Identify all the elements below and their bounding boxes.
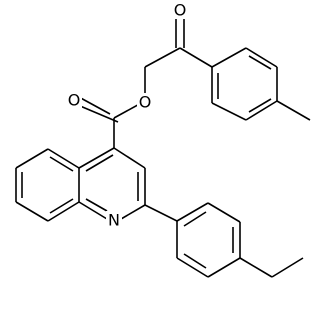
quinoline-inner-double-3 <box>85 198 108 212</box>
bond-layer <box>15 18 311 278</box>
quinoline-to-ethylphenyl-bond <box>144 204 178 222</box>
benzo-bond-2 <box>15 148 49 169</box>
ester-double-bond-a <box>76 95 111 115</box>
benzo-bond-5 <box>47 201 80 222</box>
ethylphenyl-ring-bond-2 <box>207 202 241 223</box>
quinoline-inner-double-2 <box>85 154 114 172</box>
ethylphenyl-ring-bond-1 <box>176 202 209 222</box>
ethyl-bond-1 <box>239 257 273 278</box>
quinoline-bond-c4-c4a <box>78 147 115 169</box>
benzo-bond-4 <box>15 201 49 222</box>
tolyl-ring-bond-5 <box>245 47 278 68</box>
benzo-inner-double-3 <box>49 198 74 214</box>
ethylphenyl-inner-double-1 <box>183 211 207 227</box>
tolyl-inner-double-3 <box>248 55 272 70</box>
tolyl-inner-double-2 <box>248 98 272 113</box>
ester-ether-oxygen-label: O <box>139 93 152 112</box>
ester-ether-oxygen-background <box>137 93 153 111</box>
ester-carbonyl-oxygen-background <box>66 91 82 109</box>
ester-carbonyl-oxygen-label: O <box>68 91 81 110</box>
tolyl-ring-bond-2 <box>211 102 247 121</box>
tolyl-ring-bond-6 <box>211 47 247 68</box>
ketone-to-ch2-bond <box>144 47 181 68</box>
quinoline-nitrogen-background <box>106 211 122 229</box>
ethylphenyl-ring-bond-5 <box>176 257 209 278</box>
benzo-inner-double-1 <box>49 156 74 172</box>
ketone-oxygen-background <box>172 1 188 19</box>
benzo-bond-1 <box>47 148 80 169</box>
atom-label-layer: O O O N <box>66 1 188 230</box>
quinoline-bond-c8a-n <box>78 201 108 220</box>
ethylphenyl-inner-double-3 <box>183 253 207 269</box>
quinoline-bond-c3-c4 <box>113 147 146 169</box>
ethylphenyl-ring-bond-4 <box>207 257 241 278</box>
quinoline-bond-n-c2 <box>120 204 146 220</box>
methyl-bond <box>276 100 311 121</box>
ketone-oxygen-label: O <box>174 1 187 20</box>
ketone-to-toluyl-bond <box>179 47 213 68</box>
tolyl-ring-bond-3 <box>245 100 278 121</box>
quinoline-nitrogen-label: N <box>108 211 120 230</box>
ethyl-bond-2 <box>271 257 304 278</box>
